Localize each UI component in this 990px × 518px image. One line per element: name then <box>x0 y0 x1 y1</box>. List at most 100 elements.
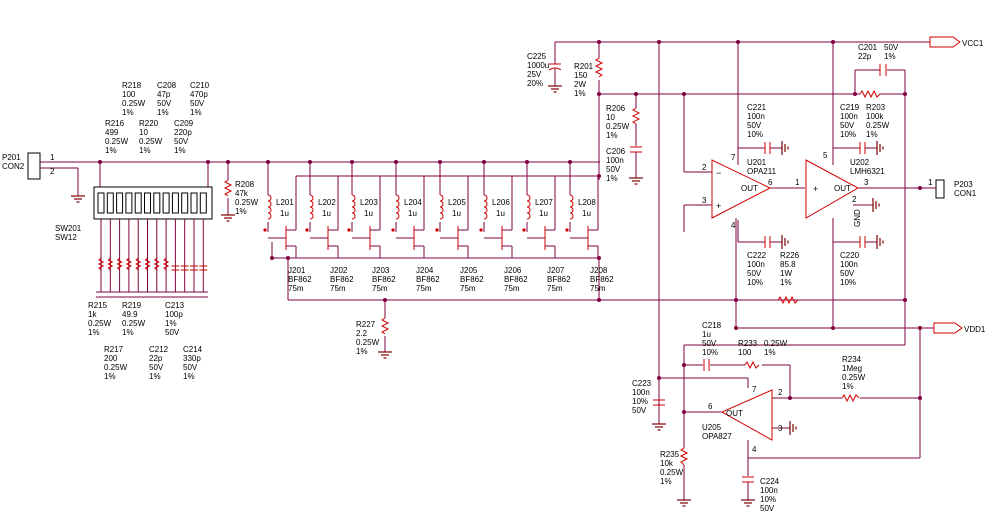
c224-ref: C224 <box>760 477 780 486</box>
part-value: 10 <box>139 128 148 137</box>
resistor-r206: R206 10 0.25W 1% <box>606 104 641 146</box>
u202-out-label: OUT <box>834 184 851 193</box>
opamp-u202: + OUT 1 3 5 2 GND U202 LMH6321 <box>795 151 885 227</box>
r203-ref: R203 <box>866 103 886 112</box>
c201-extra2: 1% <box>884 52 896 61</box>
jfet-type: BF862 <box>288 275 312 284</box>
u201-name: OPA211 <box>747 167 777 176</box>
junction-dot <box>597 92 601 96</box>
part-ref: C212 <box>149 345 169 354</box>
junction-dot <box>482 160 486 164</box>
part-ref: C214 <box>183 345 203 354</box>
connector-p201: P201 CON2 1 2 <box>2 152 62 180</box>
c201-val: 22p <box>858 52 872 61</box>
c219-l3: 10% <box>840 130 856 139</box>
u202-gnd-label: GND <box>853 209 862 227</box>
part-value: 50V <box>183 363 198 372</box>
part-value: 1% <box>122 108 134 117</box>
jfet-type: BF862 <box>590 275 614 284</box>
jfet-info: 75m <box>590 284 606 293</box>
inductor-coil <box>526 194 531 220</box>
c221-l1: 100n <box>747 112 765 121</box>
svg-text:+: + <box>716 201 721 211</box>
u202-pin3: 3 <box>864 178 869 187</box>
junction-dot <box>788 396 792 400</box>
switch-slot <box>190 192 198 214</box>
c220-l2: 50V <box>840 269 855 278</box>
c206-l2: 50V <box>606 165 621 174</box>
r206-ref: R206 <box>606 104 626 113</box>
jfet-info: 75m <box>547 284 563 293</box>
junction-dot <box>682 410 686 414</box>
c206-ref: C206 <box>606 147 626 156</box>
switch-slot <box>116 192 124 214</box>
junction-dot <box>308 160 312 164</box>
jfet-ref: J206 <box>504 266 522 275</box>
inductor-coil <box>267 194 272 220</box>
c223-l3: 50V <box>632 406 647 415</box>
inductor-value: 1u <box>539 209 548 218</box>
inductor-ref: L204 <box>404 198 422 207</box>
u201-pin3: 3 <box>702 196 707 205</box>
c222-ref: C222 <box>747 251 767 260</box>
r226-l1: 85.8 <box>780 260 796 269</box>
junction-dot <box>525 160 529 164</box>
junction-dot <box>734 326 738 330</box>
jfet-type: BF862 <box>460 275 484 284</box>
opamp-u205: OUT 6 2 3 7 4 U205 OPA827 <box>702 385 783 454</box>
r208-ref: R208 <box>235 180 255 189</box>
junction-dot <box>383 298 387 302</box>
p201-pin2: 2 <box>50 167 55 176</box>
part-value: 50V <box>165 328 180 337</box>
capacitor-c206: C206 100n 50V 1% <box>606 146 642 183</box>
p203-pin1: 1 <box>928 178 933 187</box>
c218-l3: 10% <box>702 348 718 357</box>
c219-l1: 100n <box>840 112 858 121</box>
jfet-ref: J201 <box>288 266 306 275</box>
capacitor-c223: C223 100n 10% 50V <box>632 379 665 415</box>
part-value: 50V <box>149 363 164 372</box>
r234-ref: R234 <box>842 355 862 364</box>
capacitor-c224: C224 100n 10% 50V <box>742 476 780 513</box>
c225-l3: 20% <box>527 79 543 88</box>
part-value: 1% <box>183 372 195 381</box>
jfet-info: 75m <box>504 284 520 293</box>
part-value: 0.25W <box>105 137 129 146</box>
inductor-ref: L205 <box>448 198 466 207</box>
junction-dot <box>734 298 738 302</box>
junction-dot <box>438 160 442 164</box>
switch-leg-resistor <box>135 257 142 271</box>
jfet-ref: J205 <box>460 266 478 275</box>
u202-pin5: 5 <box>823 151 828 160</box>
r208-l2: 0.25W <box>235 198 259 207</box>
u201-pin2: 2 <box>702 163 707 172</box>
u205-pin3: 3 <box>778 424 783 433</box>
switch-sw201: SW201 SW12 <box>55 186 213 242</box>
c220-ref: C220 <box>840 251 860 260</box>
jfet-info: 75m <box>288 284 304 293</box>
c220-l1: 100n <box>840 260 858 269</box>
r233-extra2: 1% <box>764 348 776 357</box>
c221-l2: 50V <box>747 121 762 130</box>
jfet-info: 75m <box>416 284 432 293</box>
u202-name: LMH6321 <box>850 167 885 176</box>
p201-name: CON2 <box>2 162 25 171</box>
net-port-vcc: VCC1 <box>929 36 984 48</box>
c223-l2: 10% <box>632 397 648 406</box>
jfet-type: BF862 <box>547 275 571 284</box>
r208-l1: 47k <box>235 189 249 198</box>
r234-l1: 1Meg <box>842 364 862 373</box>
junction-dot <box>903 298 907 302</box>
jfet-ref: J204 <box>416 266 434 275</box>
part-value: 100 <box>122 90 136 99</box>
junction-dot <box>682 92 686 96</box>
capacitor-c219: C219 100n 50V 10% <box>840 103 877 154</box>
part-value: 0.25W <box>139 137 163 146</box>
junction-dot <box>286 256 290 260</box>
u202-pin2: 2 <box>852 195 857 204</box>
c219-ref: C219 <box>840 103 860 112</box>
inductor-coil <box>483 194 488 220</box>
part-value: 1% <box>104 372 116 381</box>
c224-l1: 100n <box>760 486 778 495</box>
switch-leg-resistor <box>162 257 170 271</box>
